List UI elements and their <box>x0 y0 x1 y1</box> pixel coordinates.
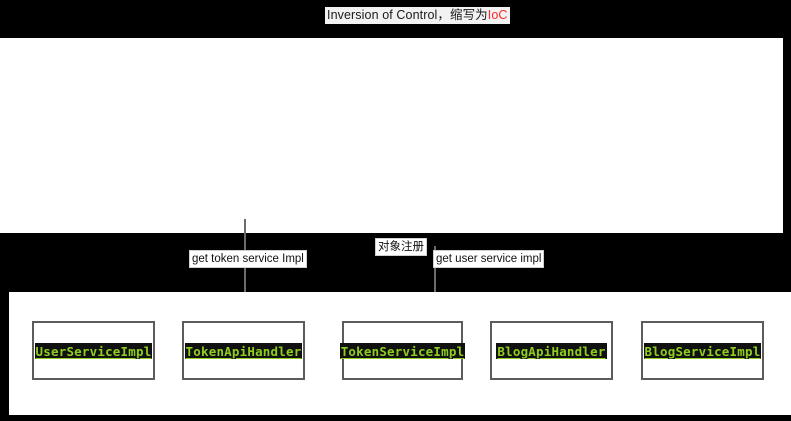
class-box-blog-service-impl[interactable]: BlogServiceImpl <box>641 321 764 380</box>
class-label: UserServiceImpl <box>34 342 153 359</box>
connector-line-token-service-impl <box>434 246 436 323</box>
label-get-user-service-impl: get user service impl <box>433 250 545 268</box>
class-box-token-service-impl[interactable]: TokenServiceImpl <box>339 321 466 380</box>
class-label: TokenServiceImpl <box>339 342 466 359</box>
connector-line-token-api-handler <box>244 219 246 323</box>
class-box-token-api-handler[interactable]: TokenApiHandler <box>182 321 305 380</box>
page-title-accent: IoC <box>487 8 508 22</box>
class-box-blog-api-handler[interactable]: BlogApiHandler <box>490 321 613 380</box>
upper-diagram-canvas <box>0 38 783 233</box>
page-title-main: Inversion of Control，缩写为 <box>327 8 488 22</box>
label-get-token-service-impl: get token service Impl <box>189 250 307 268</box>
class-label: BlogServiceImpl <box>643 342 762 359</box>
label-object-register: 对象注册 <box>375 238 427 256</box>
page-title: Inversion of Control，缩写为IoC <box>325 7 510 24</box>
class-label: TokenApiHandler <box>184 342 303 359</box>
class-box-user-service-impl[interactable]: UserServiceImpl <box>32 321 155 380</box>
class-label: BlogApiHandler <box>496 342 607 359</box>
top-band: Inversion of Control，缩写为IoC <box>0 0 791 38</box>
